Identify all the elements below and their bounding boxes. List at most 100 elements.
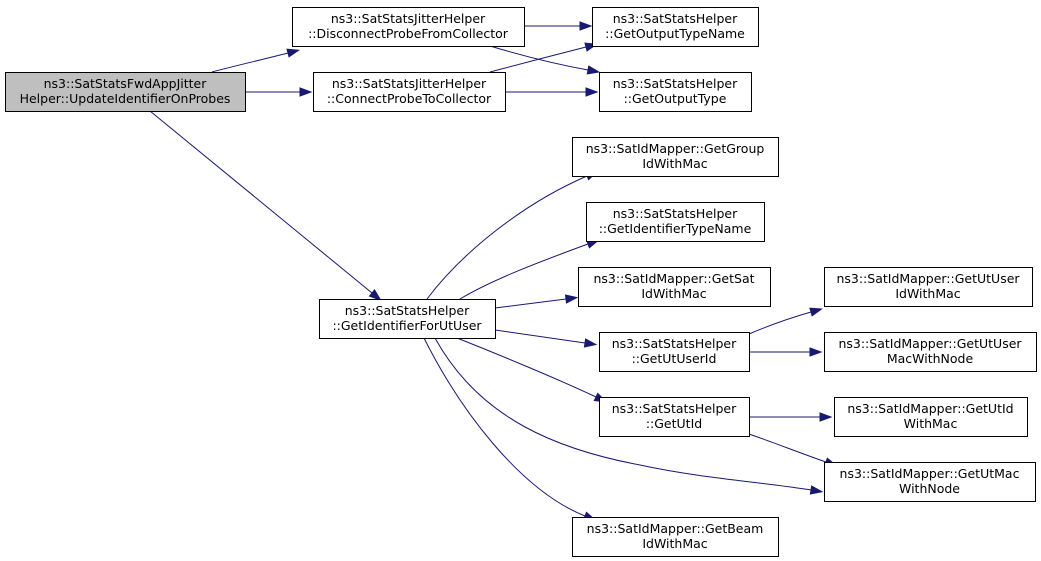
arrowhead-icon	[579, 21, 593, 31]
edge-identforut-to-utid	[456, 337, 608, 403]
edge-root-to-connect	[245, 87, 313, 97]
arrowhead-icon	[586, 65, 601, 75]
node-label-line: ns3::SatStatsHelper	[612, 401, 737, 416]
arrowhead-icon	[819, 412, 833, 422]
edge-line	[494, 298, 567, 309]
node-identforut[interactable]: ns3::SatStatsHelper::GetIdentifierForUtU…	[319, 299, 496, 339]
edge-root-to-disconnect	[211, 48, 301, 73]
edge-line	[211, 52, 289, 73]
edge-line	[423, 337, 586, 517]
arrowhead-icon	[809, 485, 824, 495]
node-label-line: ::GetOutputTypeName	[605, 26, 745, 41]
edge-line	[456, 337, 597, 398]
node-utid[interactable]: ns3::SatStatsHelper::GetUtId	[599, 397, 750, 437]
node-label-line: ::GetIdentifierTypeName	[599, 221, 752, 236]
edge-line	[748, 311, 812, 335]
edge-line	[434, 337, 812, 491]
edge-identforut-to-beamid	[423, 337, 597, 521]
node-label-line: ::DisconnectProbeFromCollector	[308, 26, 509, 41]
edge-identforut-to-groupid	[426, 171, 599, 300]
node-label-line: WithNode	[899, 481, 960, 496]
edge-root-to-identforut	[149, 110, 382, 301]
node-box[interactable]	[824, 332, 1037, 372]
node-label-line: IdWithMac	[641, 286, 706, 301]
edge-identforut-to-utmacnode	[434, 337, 824, 495]
node-outtype[interactable]: ns3::SatStatsHelper::GetOutputType	[599, 72, 752, 112]
node-label-line: ns3::SatIdMapper::GetGroup	[586, 141, 765, 156]
edge-utuserid-to-utusermacnode	[749, 347, 823, 357]
node-connect[interactable]: ns3::SatStatsJitterHelper::ConnectProbeT…	[313, 72, 506, 112]
edge-disconnect-to-outtypename	[524, 21, 593, 31]
node-box[interactable]	[834, 397, 1028, 437]
node-label-line: ns3::SatStatsHelper	[345, 303, 470, 318]
arrowhead-icon	[286, 48, 301, 58]
node-label-line: ns3::SatIdMapper::GetUtUser	[838, 336, 1022, 351]
node-label-line: ns3::SatIdMapper::GetUtId	[847, 401, 1013, 416]
node-label-line: IdWithMac	[642, 156, 707, 171]
node-box[interactable]	[319, 299, 496, 339]
node-box[interactable]	[578, 267, 771, 307]
node-box[interactable]	[292, 7, 525, 47]
node-label-line: ns3::SatStatsHelper	[613, 206, 738, 221]
edge-line	[459, 243, 589, 300]
nodes-layer: ns3::SatStatsFwdAppJitterHelper::UpdateI…	[5, 7, 1037, 557]
edge-identforut-to-utuserid	[494, 329, 598, 348]
node-label-line: ns3::SatStatsHelper	[613, 11, 738, 26]
arrowhead-icon	[564, 294, 579, 304]
arrowhead-icon	[299, 87, 313, 97]
node-label-line: ns3::SatIdMapper::GetUtMac	[840, 466, 1020, 481]
node-box[interactable]	[572, 137, 779, 177]
arrowhead-icon	[809, 347, 823, 357]
arrowhead-icon	[809, 307, 823, 317]
node-label-line: ::GetUtId	[646, 416, 702, 431]
node-label-line: MacWithNode	[887, 351, 974, 366]
node-label-line: ns3::SatStatsJitterHelper	[331, 11, 486, 26]
node-label-line: ns3::SatStatsJitterHelper	[332, 76, 487, 91]
edge-line	[426, 175, 588, 300]
edge-disconnect-to-outtype	[489, 45, 601, 75]
edge-line	[748, 433, 827, 463]
node-label-line: ::GetUtUserId	[632, 351, 717, 366]
node-box[interactable]	[824, 267, 1033, 307]
node-identtypename[interactable]: ns3::SatStatsHelper::GetIdentifierTypeNa…	[586, 202, 765, 242]
node-label-line: ns3::SatIdMapper::GetBeam	[587, 521, 764, 536]
node-box[interactable]	[572, 517, 779, 557]
node-label-line: IdWithMac	[642, 536, 707, 551]
node-label-line: ns3::SatStatsHelper	[613, 76, 738, 91]
node-utuserid[interactable]: ns3::SatStatsHelper::GetUtUserId	[599, 332, 750, 372]
edge-identforut-to-satid	[494, 294, 579, 309]
node-disconnect[interactable]: ns3::SatStatsJitterHelper::DisconnectPro…	[292, 7, 525, 47]
node-label-line: Helper::UpdateIdentifierOnProbes	[20, 91, 231, 106]
node-box[interactable]	[599, 332, 750, 372]
edge-utid-to-utidmac	[749, 412, 833, 422]
edge-connect-to-outtypename	[489, 42, 599, 73]
node-label-line: ::GetIdentifierForUtUser	[332, 318, 482, 333]
node-box[interactable]	[586, 202, 765, 242]
node-label-line: ns3::SatIdMapper::GetUtUser	[836, 271, 1020, 286]
arrowhead-icon	[368, 289, 382, 301]
node-box[interactable]	[599, 72, 752, 112]
node-outtypename[interactable]: ns3::SatStatsHelper::GetOutputTypeName	[592, 7, 759, 47]
edge-connect-to-outtype	[505, 87, 599, 97]
node-label-line: ns3::SatIdMapper::GetSat	[593, 271, 754, 286]
arrowhead-icon	[585, 87, 599, 97]
node-box[interactable]	[824, 462, 1036, 502]
node-label-line: WithMac	[904, 416, 958, 431]
node-box[interactable]	[313, 72, 506, 112]
edge-utuserid-to-utuseridmac	[748, 307, 823, 335]
edge-line	[149, 110, 373, 294]
arrowhead-icon	[583, 338, 598, 348]
node-root[interactable]: ns3::SatStatsFwdAppJitterHelper::UpdateI…	[5, 72, 246, 112]
node-box[interactable]	[5, 72, 246, 112]
node-box[interactable]	[599, 397, 750, 437]
node-label-line: ::ConnectProbeToCollector	[327, 91, 492, 106]
node-box[interactable]	[592, 7, 759, 47]
